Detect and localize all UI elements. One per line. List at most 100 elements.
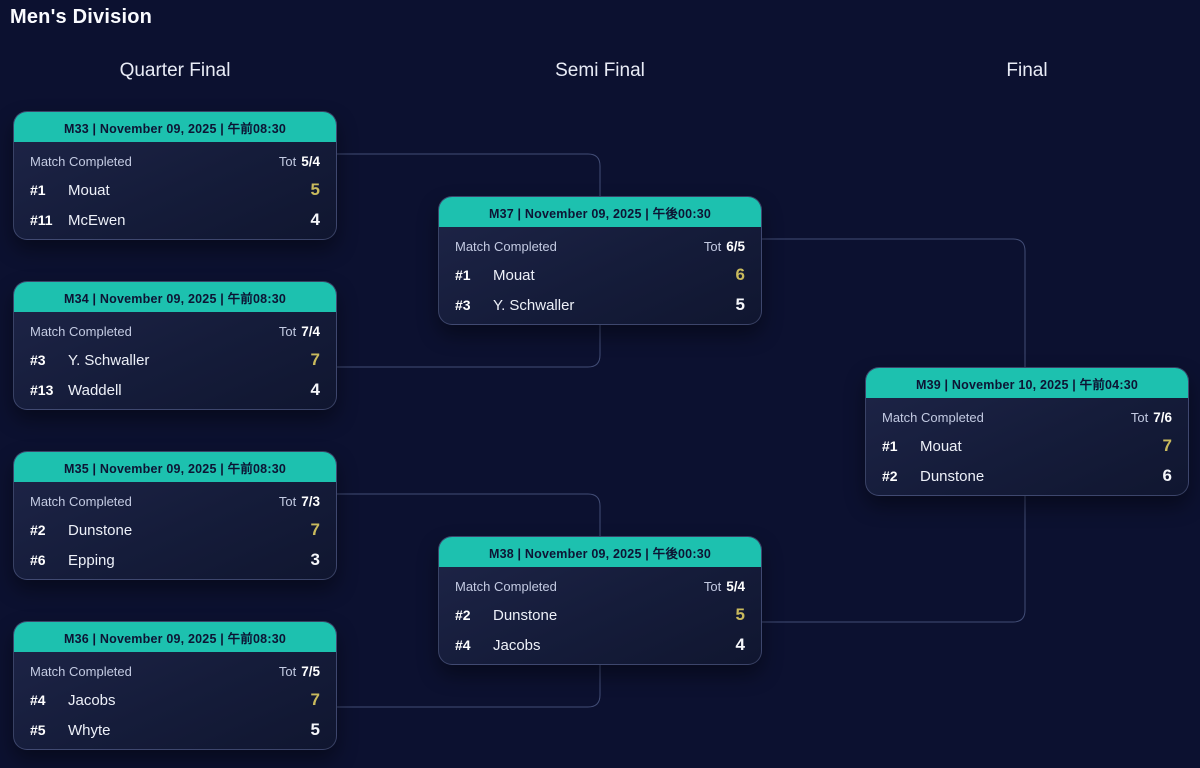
team-row: #11 McEwen 4 [30, 205, 320, 235]
team-seed: #13 [30, 382, 54, 398]
match-header: M33 | November 09, 2025 | 午前08:30 [14, 112, 336, 142]
team-score: 5 [735, 605, 745, 624]
match-header: M34 | November 09, 2025 | 午前08:30 [14, 282, 336, 312]
team-seed: #4 [30, 692, 46, 708]
team-seed: #1 [455, 267, 471, 283]
round-header-semi-final: Semi Final [555, 60, 645, 81]
team-row: #3 Y. Schwaller 7 [30, 345, 320, 375]
match-status: Match Completed [30, 154, 132, 169]
tot-label: Tot [703, 239, 722, 254]
match-header: M39 | November 10, 2025 | 午前04:30 [866, 368, 1188, 398]
team-name: Dunstone [68, 521, 133, 539]
team-name: Waddell [68, 381, 122, 399]
match-total: Tot 5/4 [279, 154, 320, 169]
team-seed: #2 [30, 522, 46, 538]
tot-value: 5/4 [301, 154, 320, 169]
team-row: #1 Mouat 6 [455, 260, 745, 290]
match-status: Match Completed [30, 494, 132, 509]
match-status: Match Completed [30, 664, 132, 679]
team-name: Dunstone [920, 467, 985, 485]
tot-value: 7/3 [301, 494, 320, 509]
tot-label: Tot [278, 324, 297, 339]
match-total: Tot 7/4 [279, 324, 320, 339]
tot-label: Tot [278, 154, 297, 169]
page-title: Men's Division [10, 6, 153, 28]
team-seed: #6 [30, 552, 46, 568]
team-row: #3 Y. Schwaller 5 [455, 290, 745, 320]
match-card-m39[interactable]: M39 | November 10, 2025 | 午前04:30 Match … [865, 367, 1189, 496]
match-card-m36[interactable]: M36 | November 09, 2025 | 午前08:30 Match … [13, 621, 337, 750]
team-row: #1 Mouat 7 [882, 431, 1172, 461]
match-status: Match Completed [455, 579, 557, 594]
tot-value: 7/4 [301, 324, 320, 339]
team-row: #2 Dunstone 6 [882, 461, 1172, 491]
team-name: Jacobs [493, 636, 541, 654]
match-header: M38 | November 09, 2025 | 午後00:30 [439, 537, 761, 567]
team-seed: #1 [882, 438, 898, 454]
team-seed: #2 [882, 468, 898, 484]
tot-value: 7/6 [1153, 410, 1172, 425]
team-row: #4 Jacobs 7 [30, 685, 320, 715]
match-card-m33[interactable]: M33 | November 09, 2025 | 午前08:30 Match … [13, 111, 337, 240]
match-card-m35[interactable]: M35 | November 09, 2025 | 午前08:30 Match … [13, 451, 337, 580]
match-status: Match Completed [455, 239, 557, 254]
team-score: 4 [310, 210, 320, 229]
match-total: Tot 7/5 [279, 664, 320, 679]
tot-value: 5/4 [726, 579, 745, 594]
team-row: #6 Epping 3 [30, 545, 320, 575]
team-score: 6 [735, 265, 745, 284]
match-total: Tot 6/5 [704, 239, 745, 254]
team-name: Jacobs [68, 691, 116, 709]
team-row: #4 Jacobs 4 [455, 630, 745, 660]
team-score: 7 [310, 350, 320, 369]
match-status: Match Completed [882, 410, 984, 425]
match-header: M35 | November 09, 2025 | 午前08:30 [14, 452, 336, 482]
match-header: M37 | November 09, 2025 | 午後00:30 [439, 197, 761, 227]
team-seed: #11 [30, 212, 53, 228]
match-total: Tot 5/4 [704, 579, 745, 594]
team-name: Y. Schwaller [493, 296, 575, 314]
tot-value: 6/5 [726, 239, 745, 254]
team-row: #5 Whyte 5 [30, 715, 320, 745]
team-seed: #3 [455, 297, 471, 313]
team-name: McEwen [68, 211, 126, 229]
team-seed: #2 [455, 607, 471, 623]
team-seed: #5 [30, 722, 46, 738]
team-seed: #3 [30, 352, 46, 368]
team-score: 6 [1162, 466, 1172, 485]
tot-value: 7/5 [301, 664, 320, 679]
match-total: Tot 7/3 [279, 494, 320, 509]
match-card-m34[interactable]: M34 | November 09, 2025 | 午前08:30 Match … [13, 281, 337, 410]
match-card-m37[interactable]: M37 | November 09, 2025 | 午後00:30 Match … [438, 196, 762, 325]
match-card-m38[interactable]: M38 | November 09, 2025 | 午後00:30 Match … [438, 536, 762, 665]
team-row: #13 Waddell 4 [30, 375, 320, 405]
team-score: 7 [310, 520, 320, 539]
team-score: 4 [735, 635, 745, 654]
tot-label: Tot [278, 494, 297, 509]
team-score: 7 [1162, 436, 1172, 455]
team-name: Y. Schwaller [68, 351, 150, 369]
team-score: 4 [310, 380, 320, 399]
team-name: Mouat [493, 266, 535, 284]
team-name: Dunstone [493, 606, 558, 624]
team-seed: #4 [455, 637, 471, 653]
team-score: 5 [735, 295, 745, 314]
team-score: 7 [310, 690, 320, 709]
team-score: 3 [310, 550, 320, 569]
match-header: M36 | November 09, 2025 | 午前08:30 [14, 622, 336, 652]
team-name: Epping [68, 551, 115, 569]
tot-label: Tot [278, 664, 297, 679]
match-status: Match Completed [30, 324, 132, 339]
team-score: 5 [310, 180, 320, 199]
round-header-quarter-final: Quarter Final [119, 60, 231, 81]
team-row: #2 Dunstone 5 [455, 600, 745, 630]
round-header-final: Final [1006, 60, 1048, 81]
tot-label: Tot [703, 579, 722, 594]
team-name: Mouat [920, 437, 962, 455]
team-row: #1 Mouat 5 [30, 175, 320, 205]
team-score: 5 [310, 720, 320, 739]
team-name: Mouat [68, 181, 110, 199]
team-name: Whyte [68, 721, 111, 739]
